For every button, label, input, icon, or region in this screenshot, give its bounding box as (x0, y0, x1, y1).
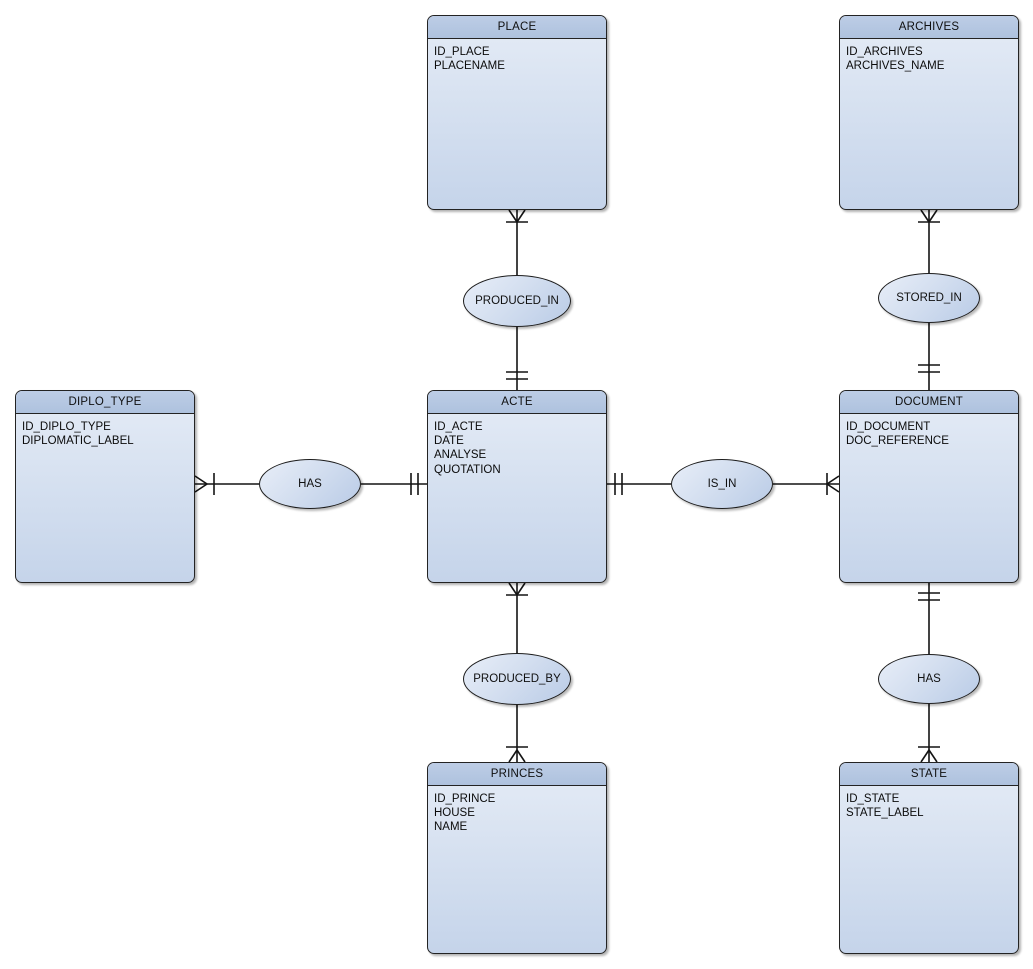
attribute-row: ID_ACTE (434, 421, 483, 433)
attribute-row: ID_DIPLO_TYPE (22, 421, 111, 433)
relationship-is-in[interactable]: IS_IN (671, 459, 773, 509)
connector-stored-in (918, 209, 940, 390)
entity-archives-attributes: ID_ARCHIVES ARCHIVES_NAME (840, 39, 1018, 73)
attribute-row: ID_DOCUMENT (846, 421, 931, 433)
relationship-stored-in[interactable]: STORED_IN (878, 273, 980, 323)
entity-diplo-type-attributes: ID_DIPLO_TYPE DIPLOMATIC_LABEL (16, 414, 194, 448)
attribute-row: ID_STATE (846, 793, 900, 805)
attribute-row: QUOTATION (434, 463, 501, 476)
entity-place-attributes: ID_PLACE PLACENAME (428, 39, 606, 73)
relationship-produced-by[interactable]: PRODUCED_BY (463, 653, 571, 705)
attribute-row: ID_ARCHIVES (846, 46, 923, 58)
connector-has-diplo (194, 473, 427, 495)
entity-acte-attributes: ID_ACTE DATE ANALYSE QUOTATION (428, 414, 606, 477)
entity-acte[interactable]: ACTE ID_ACTE DATE ANALYSE QUOTATION (427, 390, 607, 583)
entity-document-title: DOCUMENT (840, 391, 1018, 414)
entity-diplo-type-title: DIPLO_TYPE (16, 391, 194, 414)
entity-archives[interactable]: ARCHIVES ID_ARCHIVES ARCHIVES_NAME (839, 15, 1019, 210)
entity-princes-title: PRINCES (428, 763, 606, 786)
attribute-row: ANALYSE (434, 449, 487, 462)
entity-princes-attributes: ID_PRINCE HOUSE NAME (428, 786, 606, 835)
attribute-row: DATE (434, 435, 464, 448)
attribute-row: PLACENAME (434, 60, 505, 73)
attribute-row: DOC_REFERENCE (846, 435, 949, 448)
entity-princes[interactable]: PRINCES ID_PRINCE HOUSE NAME (427, 762, 607, 954)
attribute-row: DIPLOMATIC_LABEL (22, 435, 134, 448)
attribute-row: NAME (434, 821, 468, 834)
entity-diplo-type[interactable]: DIPLO_TYPE ID_DIPLO_TYPE DIPLOMATIC_LABE… (15, 390, 195, 583)
connector-is-in (607, 473, 840, 495)
connector-has-state (918, 583, 940, 763)
entity-document-attributes: ID_DOCUMENT DOC_REFERENCE (840, 414, 1018, 448)
attribute-row: ID_PRINCE (434, 793, 496, 805)
entity-acte-title: ACTE (428, 391, 606, 414)
entity-state-attributes: ID_STATE STATE_LABEL (840, 786, 1018, 820)
entity-archives-title: ARCHIVES (840, 16, 1018, 39)
entity-state-title: STATE (840, 763, 1018, 786)
attribute-row: HOUSE (434, 807, 475, 820)
entity-state[interactable]: STATE ID_STATE STATE_LABEL (839, 762, 1019, 954)
attribute-row: ID_PLACE (434, 46, 490, 58)
entity-place[interactable]: PLACE ID_PLACE PLACENAME (427, 15, 607, 210)
relationship-produced-in[interactable]: PRODUCED_IN (463, 275, 571, 327)
entity-place-title: PLACE (428, 16, 606, 39)
attribute-row: ARCHIVES_NAME (846, 60, 945, 73)
relationship-has-state[interactable]: HAS (878, 654, 980, 704)
connector-produced-by (506, 582, 528, 763)
attribute-row: STATE_LABEL (846, 807, 924, 820)
entity-document[interactable]: DOCUMENT ID_DOCUMENT DOC_REFERENCE (839, 390, 1019, 583)
connector-produced-in (506, 209, 528, 390)
relationship-has-diplo-type[interactable]: HAS (259, 459, 361, 509)
